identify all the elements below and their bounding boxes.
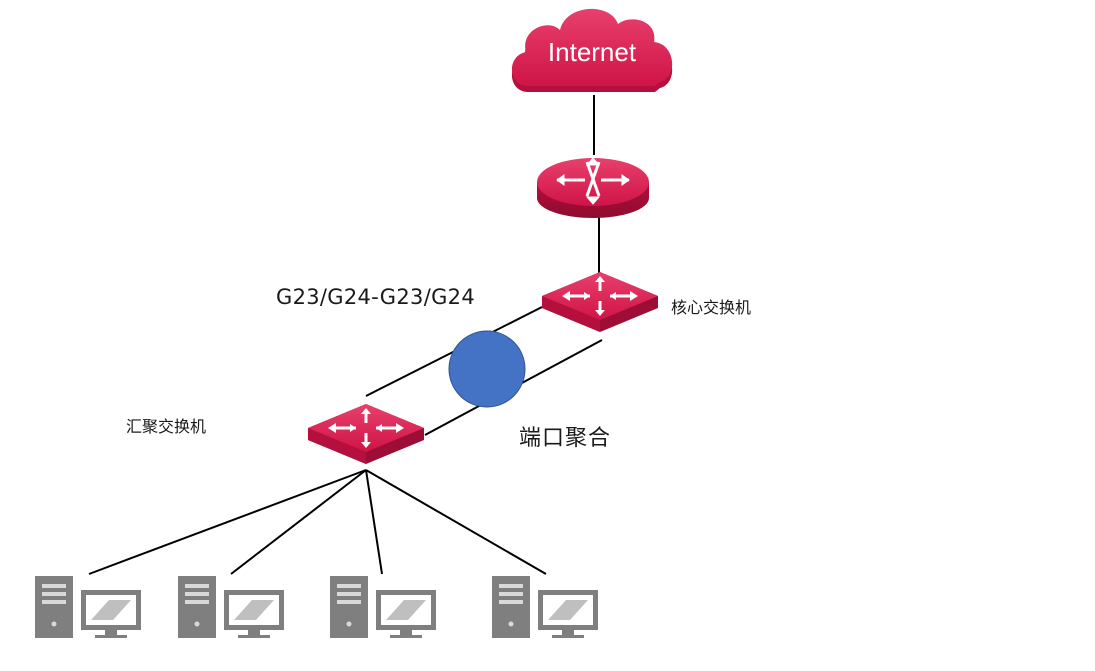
pc-icon: [492, 576, 598, 638]
pc-icon: [330, 576, 436, 638]
core-switch-icon: [542, 272, 658, 332]
access-link-1: [88, 469, 367, 575]
internet-cloud-icon: Internet: [511, 8, 673, 92]
link-aggregation-marker: [448, 330, 526, 408]
access-link-4: [365, 469, 547, 575]
internet-label: Internet: [548, 37, 637, 67]
access-link-3: [365, 469, 383, 575]
core-switch-label: 核心交换机: [671, 298, 752, 317]
pc-group: [35, 576, 598, 638]
router-icon: [537, 157, 649, 218]
aggregation-switch-label: 汇聚交换机: [126, 417, 207, 436]
aggregated-ports-label: G23/G24-G23/G24: [276, 285, 475, 309]
aggregation-switch-icon: [308, 404, 424, 464]
access-link-2: [230, 469, 367, 575]
link-aggregation-label: 端口聚合: [519, 426, 612, 451]
pc-icon: [178, 576, 284, 638]
pc-icon: [35, 576, 141, 638]
